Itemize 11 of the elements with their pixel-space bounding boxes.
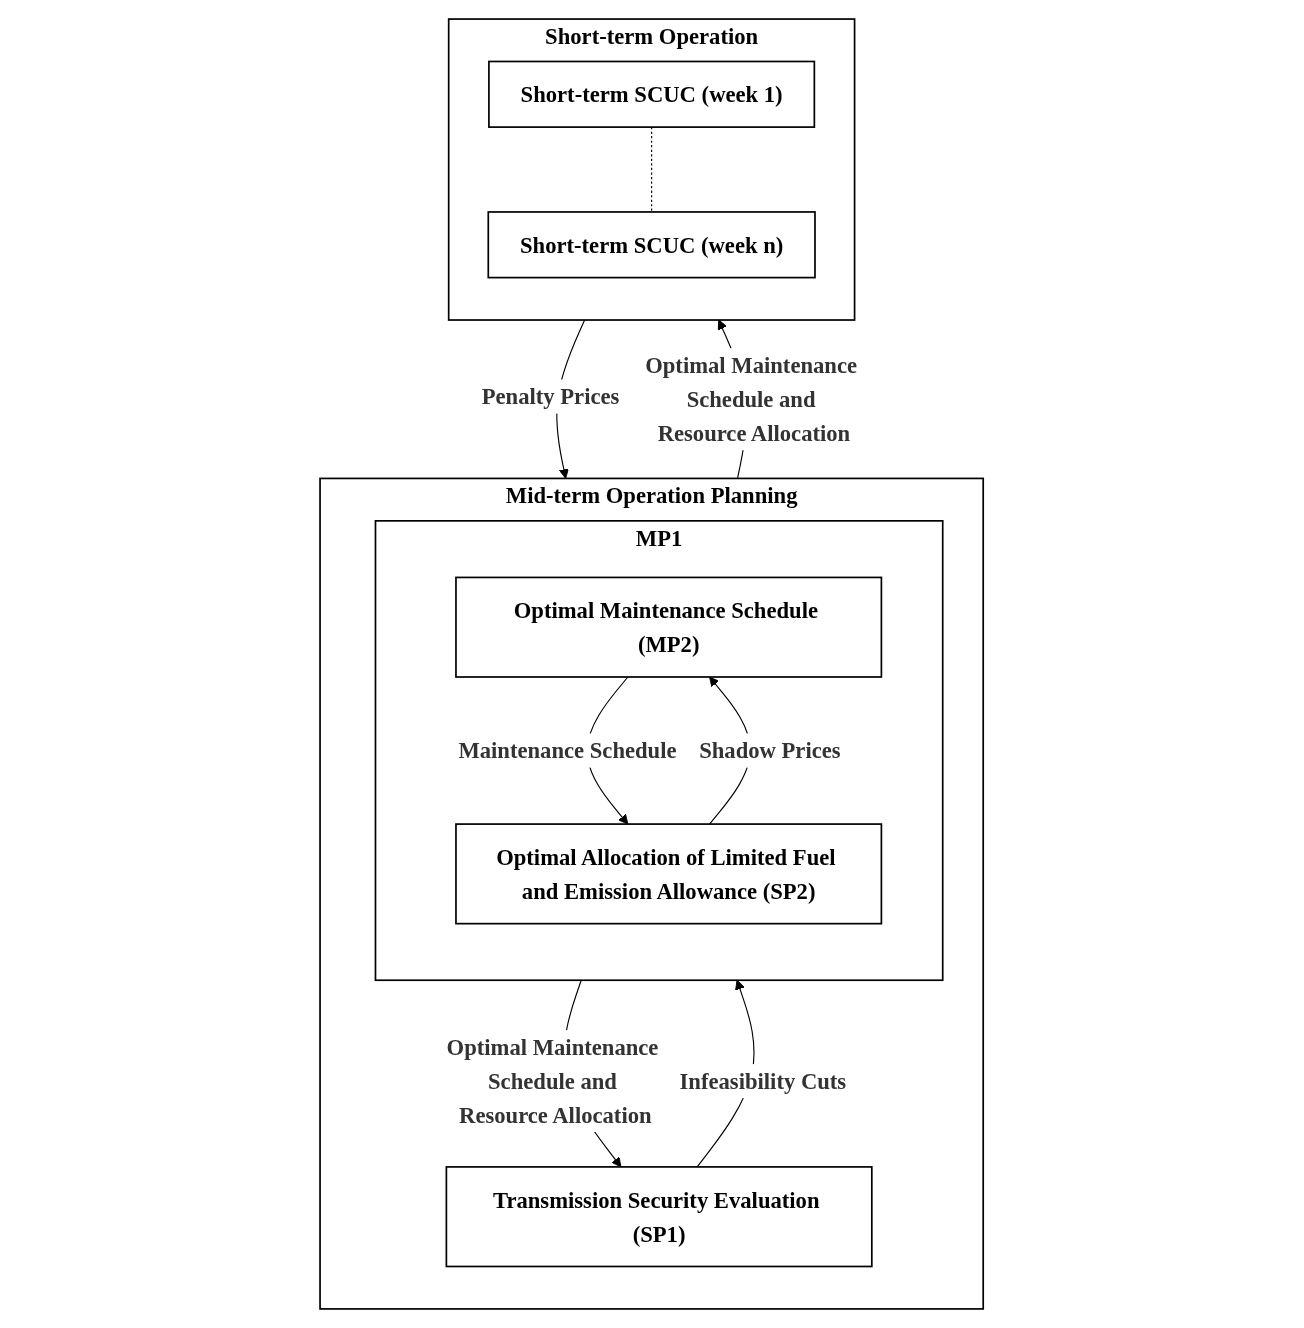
node-box: Transmission Security Evaluation (SP1) bbox=[445, 1166, 873, 1268]
node-box: Short-term SCUC (week 1) bbox=[488, 60, 816, 128]
edge-label: Shadow Prices bbox=[699, 738, 841, 763]
node-box: Short-term SCUC (week n) bbox=[487, 211, 817, 279]
edge-label: Optimal Maintenance Schedule and Resource Allocation bbox=[645, 352, 858, 446]
edge-label: Optimal Maintenance Schedule and Resource Allocation bbox=[446, 1034, 659, 1128]
node-box: Optimal Maintenance Schedule (MP2) bbox=[455, 576, 883, 678]
node-box: Optimal Allocation of Limited Fuel and Emission Allowance (SP2) bbox=[455, 823, 883, 925]
edge-label: Penalty Prices bbox=[482, 384, 620, 410]
edge-label: Infeasibility Cuts bbox=[679, 1068, 847, 1094]
edge-label: Maintenance Schedule bbox=[458, 738, 677, 763]
